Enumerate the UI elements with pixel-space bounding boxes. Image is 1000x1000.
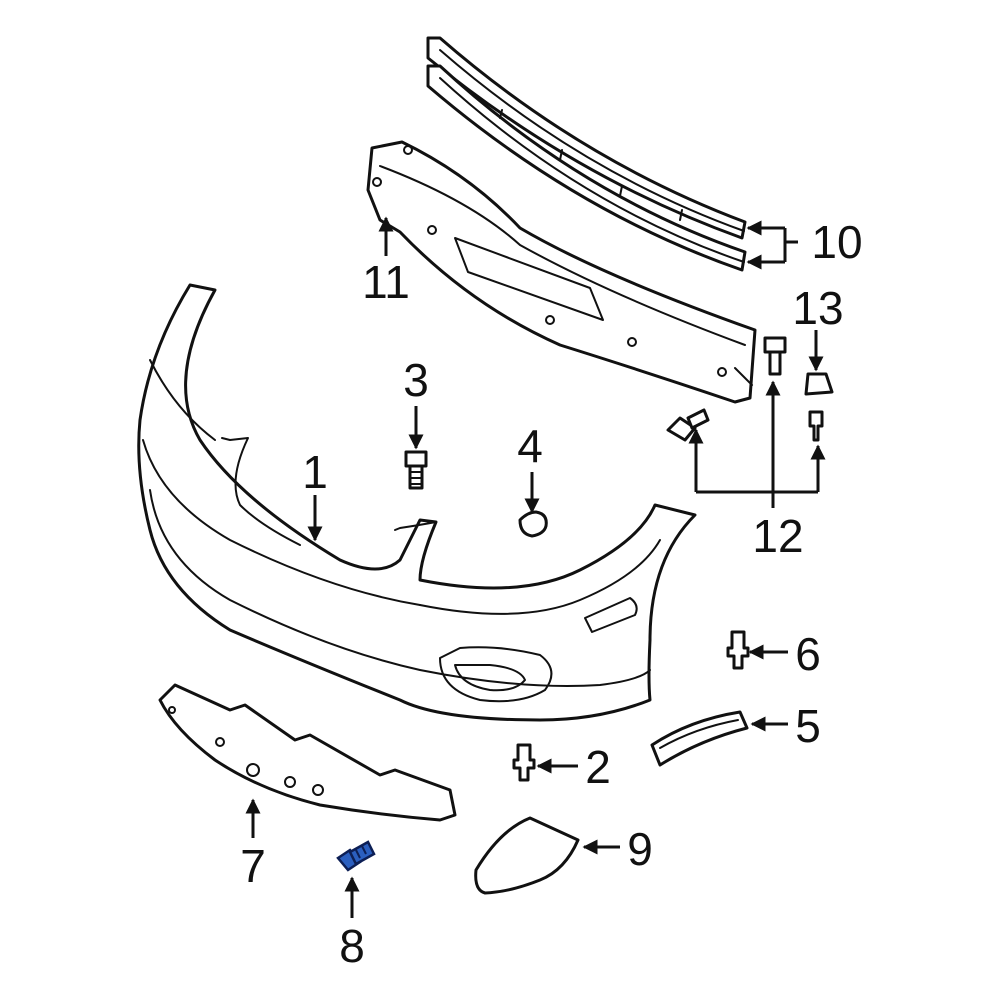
leader-lines [245,216,826,918]
callout-11: 11 [362,256,410,308]
bolt-12b [666,408,710,442]
bolt-3 [404,450,428,490]
callout-5: 5 [795,700,821,752]
callout-8: 8 [339,920,365,972]
stud-12a [763,336,787,376]
callout-13: 13 [792,282,843,334]
reinforcement-strips [426,36,747,272]
callout-9: 9 [627,823,653,875]
callout-labels: 1 2 3 4 5 6 7 8 9 10 11 12 13 [240,216,862,972]
nut-4 [518,510,548,538]
bumper-cover [137,283,697,722]
callout-6: 6 [795,628,821,680]
callout-3: 3 [403,354,429,406]
callout-2: 2 [585,741,611,793]
stud-12c [808,410,824,442]
splash-shield [158,683,457,822]
clip-13 [804,372,834,396]
callout-12: 12 [752,510,803,562]
callout-1: 1 [302,446,328,498]
stud-6 [726,630,750,670]
callout-4: 4 [517,420,543,472]
cover-plate [474,816,580,895]
callout-7: 7 [240,840,266,892]
callout-10: 10 [811,216,862,268]
side-marker [650,710,749,767]
stud-2 [512,743,536,782]
bolt-8-highlighted [336,840,376,872]
energy-absorber [366,140,757,404]
